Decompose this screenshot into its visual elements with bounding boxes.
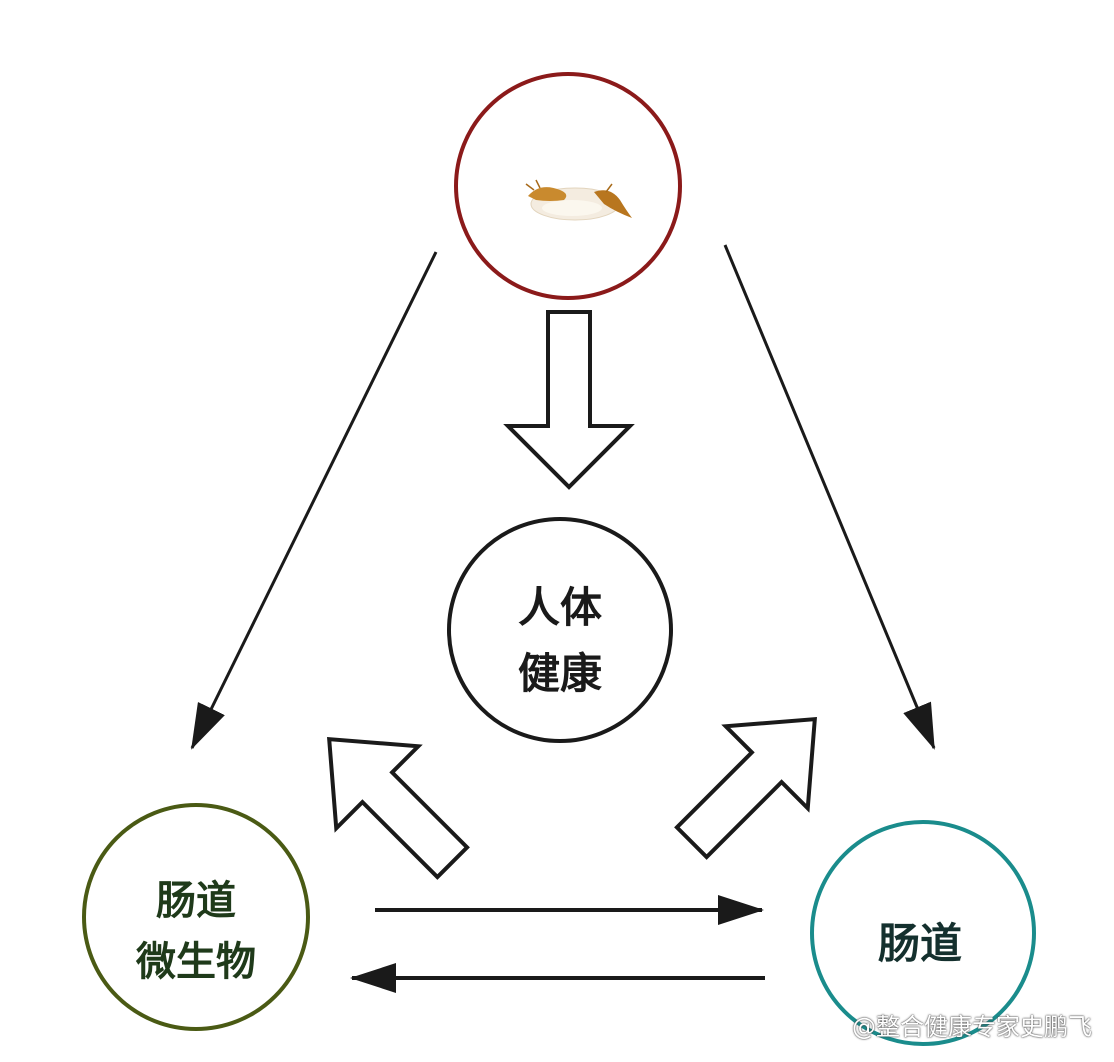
arrow-top-to-right <box>723 244 936 750</box>
food-icon <box>525 179 632 221</box>
left-circle <box>82 803 310 1031</box>
top-node <box>454 72 682 300</box>
arrow-top-to-left <box>190 251 438 750</box>
right-circle <box>810 820 1036 1046</box>
top-circle <box>454 72 682 300</box>
center-label-line1: 人体 <box>518 583 602 632</box>
left-label-line1: 肠道 <box>156 878 236 924</box>
right-node: 肠道 <box>810 820 1036 1046</box>
watermark: @整合健康专家史鹏飞 <box>852 1013 1092 1041</box>
center-label-line2: 健康 <box>518 649 602 698</box>
block-arrow-right-to-center <box>674 717 817 860</box>
center-node: 人体 健康 <box>447 517 673 743</box>
block-arrow-left-to-center <box>327 737 470 880</box>
left-label-line2: 微生物 <box>135 939 256 985</box>
left-node: 肠道 微生物 <box>82 803 310 1031</box>
center-circle <box>447 517 673 743</box>
right-label: 肠道 <box>878 919 962 968</box>
block-arrow-top-to-center <box>503 310 635 490</box>
